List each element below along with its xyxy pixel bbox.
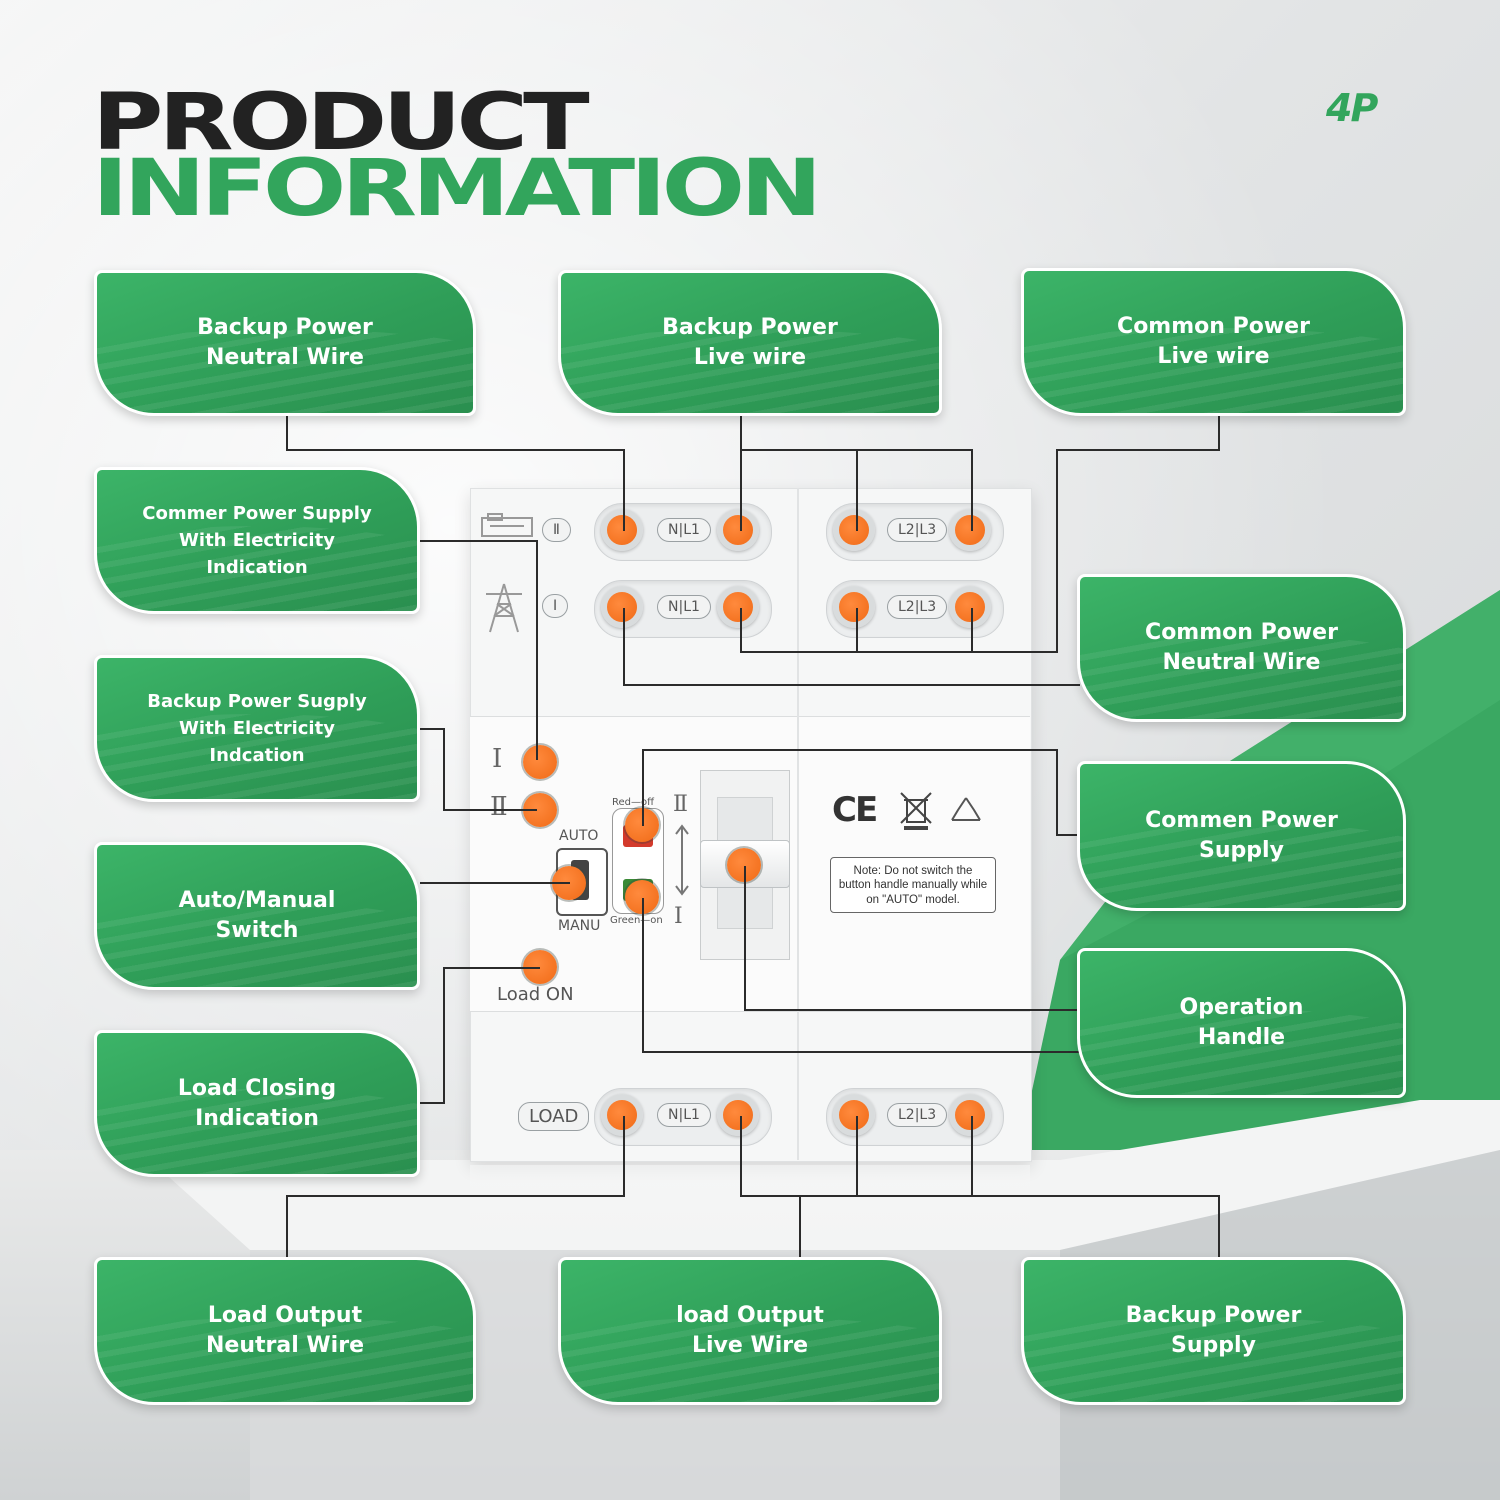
card-backup-power-live: Backup Power Live wire: [558, 270, 942, 416]
indicator-one-label: Ⅰ: [492, 744, 503, 774]
card-load-output-neutral: Load Output Neutral Wire: [94, 1257, 476, 1405]
badge-4p: 4P: [1326, 86, 1378, 130]
device-reflection: [470, 1165, 1030, 1245]
load-tag: LOAD: [518, 1102, 590, 1131]
load-on-light: [523, 950, 557, 984]
title-information: INFORMATION: [92, 144, 822, 234]
device-divider: [797, 488, 799, 1160]
terminal-load-l2[interactable]: [833, 1094, 875, 1136]
ce-mark: CE: [832, 790, 878, 830]
card-common-power-neutral: Common Power Neutral Wire: [1077, 574, 1406, 722]
card-load-output-live: load Output Live Wire: [558, 1257, 942, 1405]
card-common-power-live: Common Power Live wire: [1021, 268, 1406, 416]
switch-marker: [552, 866, 586, 900]
handle-marker: [727, 848, 761, 882]
up-down-arrow-icon: [675, 824, 689, 896]
load-pair-nl1: N|L1: [657, 1103, 711, 1127]
row1-pair-nl1: N|L1: [657, 518, 711, 542]
terminal-row1-l3[interactable]: [949, 509, 991, 551]
card-commen-power-supply: Commen Power Supply: [1077, 761, 1406, 911]
position-one-label: Ⅰ: [674, 904, 683, 929]
position-two-label: Ⅱ: [673, 792, 688, 817]
indicator-one-light: [523, 745, 557, 779]
terminal-row2-l1[interactable]: [717, 586, 759, 628]
row1-pair-l2l3: L2|L3: [887, 518, 948, 542]
terminal-load-n[interactable]: [601, 1094, 643, 1136]
terminal-load-l3[interactable]: [949, 1094, 991, 1136]
green-indicator-marker: [625, 880, 659, 914]
red-off-label: Red—off: [612, 797, 655, 808]
card-auto-manual-switch: Auto/Manual Switch: [94, 842, 420, 990]
indicator-two-light: [523, 793, 557, 827]
handle-warning-note: Note: Do not switch the button handle ma…: [830, 857, 996, 913]
card-backup-power-neutral: Backup Power Neutral Wire: [94, 270, 476, 416]
row2-pair-nl1: N|L1: [657, 595, 711, 619]
card-backup-supply-indication: Backup Power Sugply With Electricity Ind…: [94, 655, 420, 802]
weee-bin-icon: [900, 792, 932, 830]
terminal-row2-l2[interactable]: [833, 586, 875, 628]
manu-label: MANU: [558, 918, 601, 934]
card-operation-handle: Operation Handle: [1077, 948, 1406, 1098]
terminal-row1-l1[interactable]: [717, 509, 759, 551]
card-commer-supply-indication: Commer Power Supply With Electricity Ind…: [94, 467, 420, 614]
card-load-closing-indication: Load Closing Indication: [94, 1030, 420, 1177]
terminal-row2-l3[interactable]: [949, 586, 991, 628]
recycle-icon: [951, 797, 981, 821]
row1-symbol: Ⅱ: [542, 518, 571, 542]
row2-symbol: Ⅰ: [542, 594, 569, 618]
load-on-label: Load ON: [497, 984, 574, 1005]
terminal-row1-l2[interactable]: [833, 509, 875, 551]
terminal-load-l1[interactable]: [717, 1094, 759, 1136]
auto-label: AUTO: [559, 828, 599, 844]
card-backup-power-supply: Backup Power Supply: [1021, 1257, 1406, 1405]
generator-icon: [481, 513, 533, 537]
terminal-row1-n[interactable]: [601, 509, 643, 551]
red-indicator-marker: [625, 808, 659, 842]
row2-pair-l2l3: L2|L3: [887, 595, 948, 619]
terminal-row2-n[interactable]: [601, 586, 643, 628]
load-pair-l2l3: L2|L3: [887, 1103, 948, 1127]
green-on-label: Green—on: [610, 915, 663, 926]
title-product: PRODUCT: [92, 78, 590, 168]
indicator-two-label: Ⅱ: [490, 792, 508, 822]
power-tower-icon: [486, 583, 522, 633]
